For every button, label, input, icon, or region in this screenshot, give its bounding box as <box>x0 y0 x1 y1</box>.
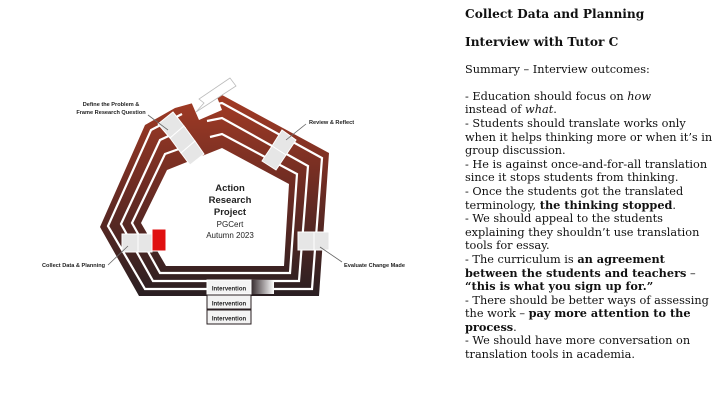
stage-separator-review <box>261 129 297 171</box>
intervention-label-3: Intervention <box>212 317 247 323</box>
intervention-label-2: Intervention <box>212 302 247 308</box>
label-review: Review & Reflect <box>309 120 354 126</box>
leader-line-evaluate <box>319 246 343 263</box>
intervention-tail <box>250 280 274 294</box>
summary-point-3: - He is against once-and-for-all transla… <box>465 157 708 185</box>
track-line-innermost <box>130 132 299 275</box>
summary-point-1: - Education should focus on how instead … <box>465 89 652 117</box>
summary-point-5: - We should appeal to the students expla… <box>465 212 700 253</box>
summary-point-8: - We should have more conversation on tr… <box>465 334 691 362</box>
page-title: Collect Data and Planning <box>465 7 645 21</box>
stage-separator-collect <box>121 233 153 253</box>
summary-point-2: - Students should translate works only w… <box>465 116 713 158</box>
intervention-box-3 <box>206 309 252 325</box>
summary-point-4: - Once the students got the translated t… <box>465 184 684 212</box>
intervention-label-1: Intervention <box>212 287 247 293</box>
summary-heading: Summary – Interview outcomes: <box>465 63 650 77</box>
summary-point-7: - There should be better ways of assessi… <box>465 293 709 334</box>
center-subtitle-line4: PGCert <box>217 220 244 229</box>
stage-separator-define <box>157 111 205 166</box>
leader-line-define <box>147 114 169 131</box>
center-title-line3: Project <box>214 207 247 218</box>
intervention-box-1 <box>206 279 252 295</box>
current-stage-marker <box>151 228 167 252</box>
intervention-box-2 <box>206 294 252 310</box>
action-research-cycle-diagram: Intervention Intervention Intervention D… <box>42 77 405 325</box>
center-title-line1: Action <box>215 183 245 194</box>
center-title-line2: Research <box>209 195 252 206</box>
label-define-line2: Frame Research Question <box>76 110 146 116</box>
interview-summary-panel: Collect Data and Planning Interview with… <box>465 7 715 362</box>
stage-separator-evaluate <box>297 231 330 251</box>
page-subtitle: Interview with Tutor C <box>465 34 619 49</box>
summary-point-6: - The curriculum is an agreement between… <box>465 251 696 294</box>
label-define-line1: Define the Problem & <box>83 102 140 108</box>
center-subtitle-line5: Autumn 2023 <box>206 231 254 240</box>
leader-line-review <box>285 123 307 141</box>
label-collect: Collect Data & Planning <box>42 263 106 269</box>
cycle-arrow-head <box>195 77 237 113</box>
leader-line-collect <box>107 245 129 266</box>
label-evaluate: Evaluate Change Made <box>344 263 405 269</box>
